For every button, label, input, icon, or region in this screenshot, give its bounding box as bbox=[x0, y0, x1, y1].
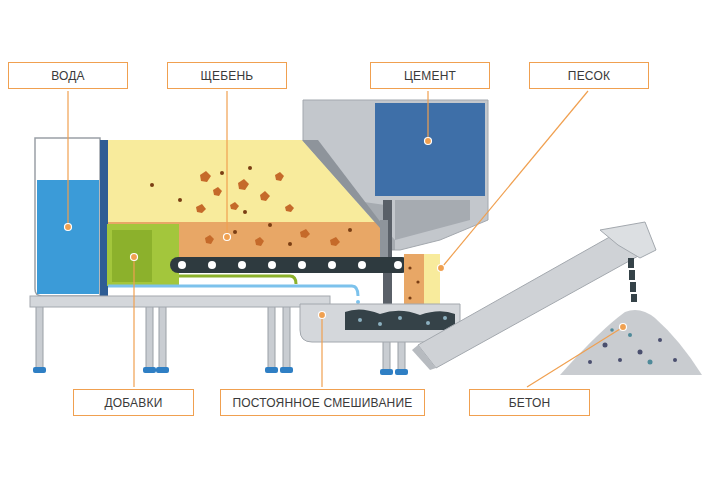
callout-box: ЩЕБЕНЬ bbox=[167, 62, 287, 89]
callout-label: БЕТОН bbox=[509, 396, 551, 410]
callout-label: ЦЕМЕНТ bbox=[404, 69, 456, 83]
callout-label: ПЕСОК bbox=[568, 69, 610, 83]
callout-label: ДОБАВКИ bbox=[104, 396, 162, 410]
callout-box: ВОДА bbox=[8, 62, 128, 89]
callout-box: ЦЕМЕНТ bbox=[370, 62, 490, 89]
callout-box: ПОСТОЯННОЕ СМЕШИВАНИЕ bbox=[220, 389, 425, 416]
callout-label: ПОСТОЯННОЕ СМЕШИВАНИЕ bbox=[232, 396, 412, 410]
callout-label: ВОДА bbox=[51, 69, 85, 83]
callout-box: ПЕСОК bbox=[529, 62, 649, 89]
callout-box: ДОБАВКИ bbox=[73, 389, 194, 416]
callout-box: БЕТОН bbox=[469, 389, 590, 416]
callout-label: ЩЕБЕНЬ bbox=[201, 69, 254, 83]
